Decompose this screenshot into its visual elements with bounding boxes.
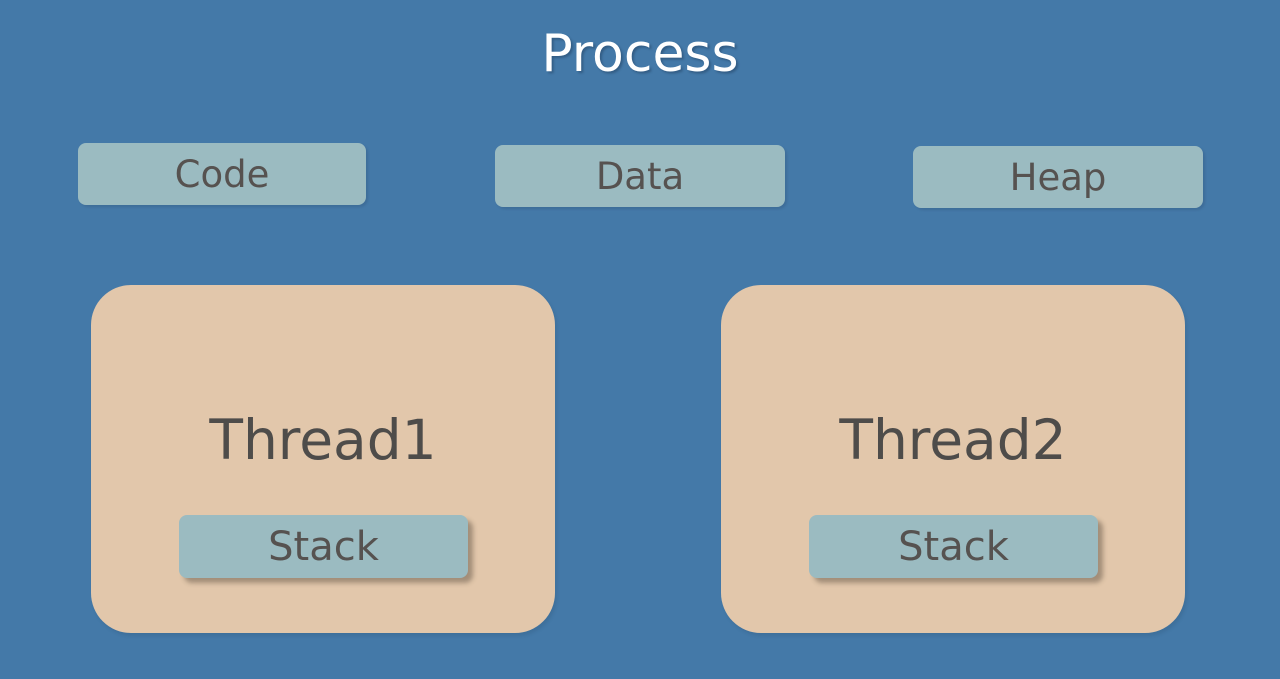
stack-box-thread2[interactable]: Stack (809, 515, 1098, 578)
thread-box-thread1[interactable]: Thread1 Stack (91, 285, 555, 633)
memory-segment-row: Code Data Heap (0, 143, 1280, 208)
stack-label-thread1: Stack (268, 523, 379, 570)
thread-box-thread2[interactable]: Thread2 Stack (721, 285, 1185, 633)
segment-label-code: Code (174, 152, 270, 196)
segment-box-code[interactable]: Code (78, 143, 366, 205)
stack-label-thread2: Stack (898, 523, 1009, 570)
segment-label-heap: Heap (1009, 155, 1107, 199)
thread-title-thread1: Thread1 (209, 408, 437, 472)
segment-label-data: Data (595, 154, 685, 198)
segment-box-data[interactable]: Data (495, 145, 785, 207)
thread-title-thread2: Thread2 (839, 408, 1067, 472)
page-title: Process (541, 24, 739, 84)
segment-box-heap[interactable]: Heap (913, 146, 1203, 208)
stack-box-thread1[interactable]: Stack (179, 515, 468, 578)
